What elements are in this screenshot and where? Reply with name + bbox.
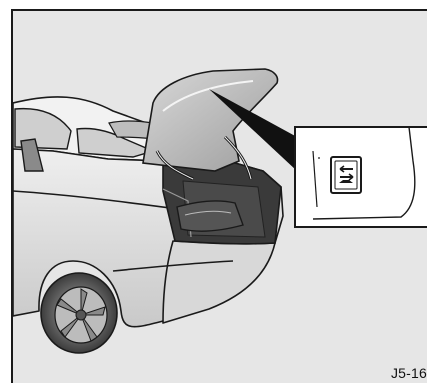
trunk-release-switch-icon [331, 157, 361, 193]
reference-code: J5-16 [387, 365, 427, 381]
tail-light [177, 201, 243, 231]
car-trunk-illustration [13, 11, 427, 383]
illustration-frame: J5-16 [11, 9, 427, 383]
rear-wheel [41, 273, 117, 353]
